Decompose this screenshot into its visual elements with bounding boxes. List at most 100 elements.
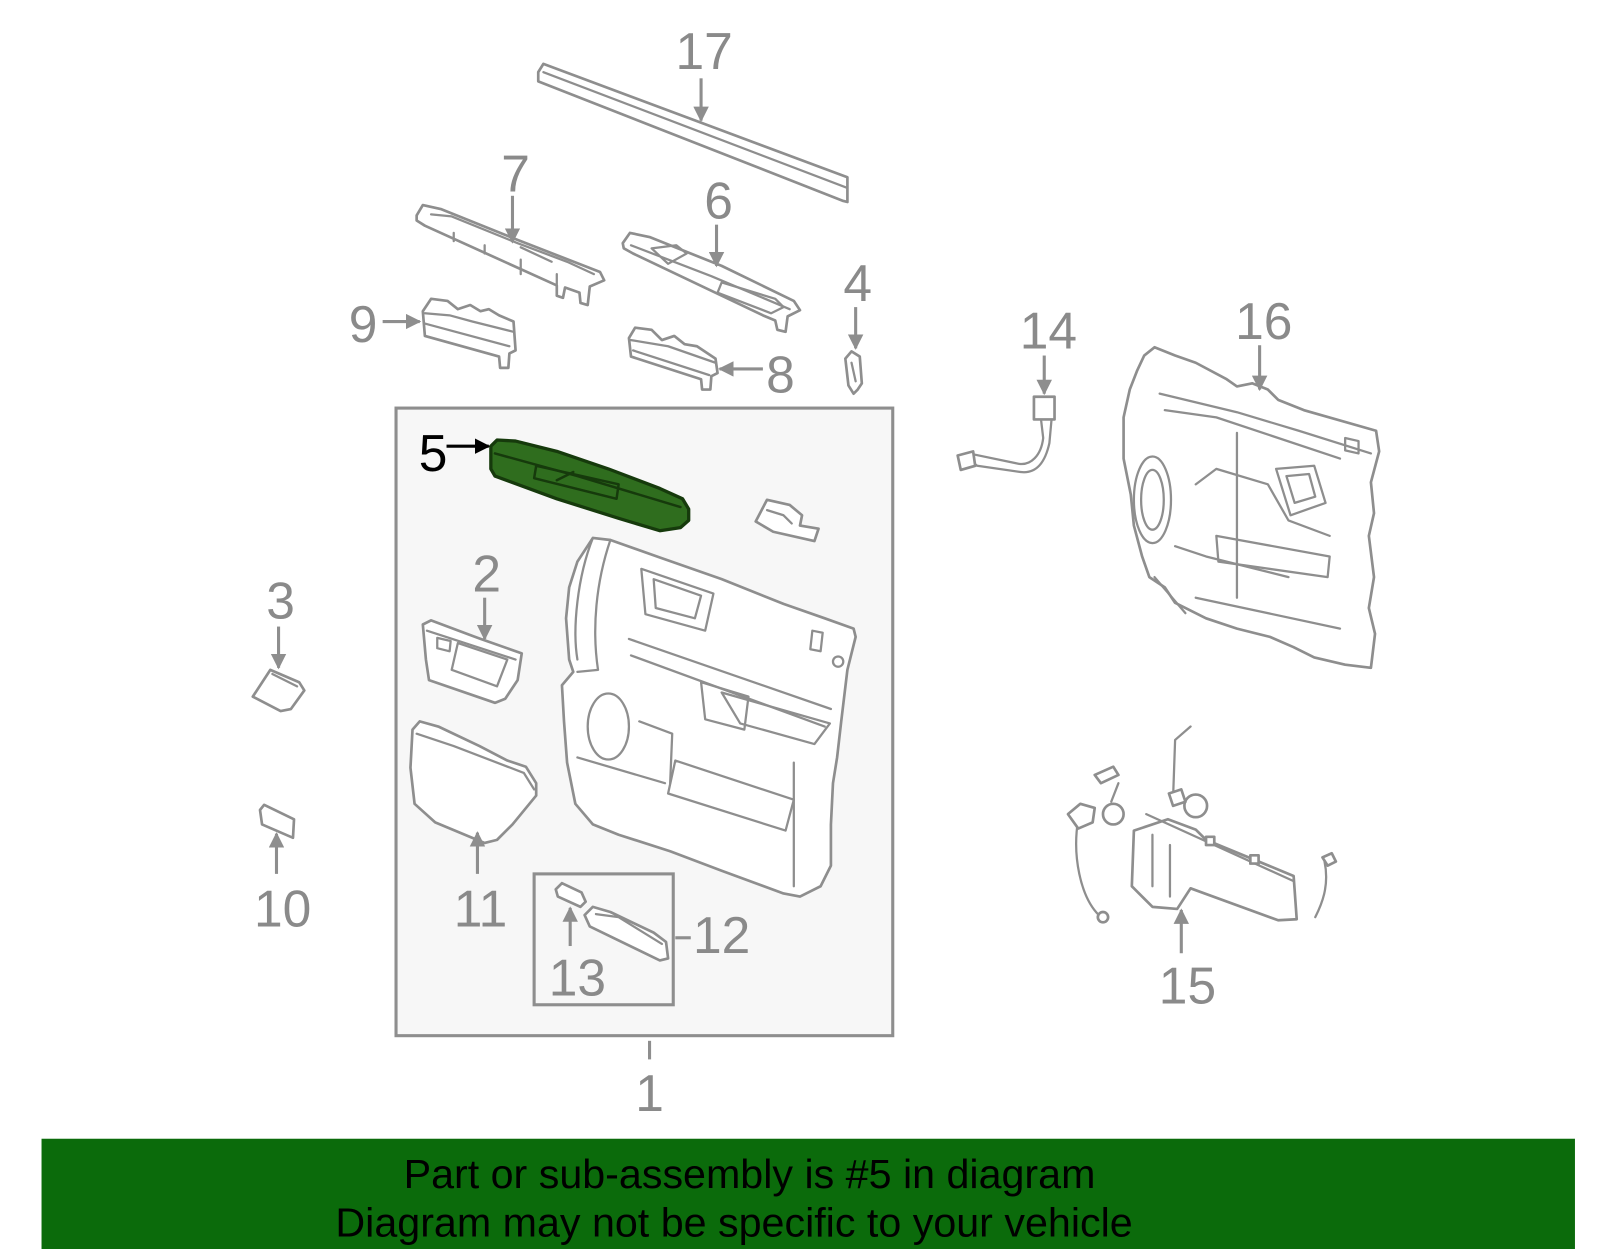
part-9-edge-bottom	[423, 322, 511, 348]
callout-16: 16	[1235, 292, 1292, 350]
part-6-slot-right	[716, 281, 785, 315]
callout-17: 17	[676, 22, 733, 80]
part-16-edge	[1153, 575, 1187, 615]
part-15-connector-a	[1101, 802, 1125, 826]
part-15-terminal-right	[1321, 851, 1338, 867]
part-15-wire-left	[1075, 818, 1100, 917]
part-16-rib-2	[1163, 409, 1342, 460]
door-trim-outline	[560, 536, 857, 898]
part-15-wire-top	[1171, 725, 1192, 800]
part-11	[409, 720, 538, 845]
part-16-speaker-ring	[1139, 468, 1165, 531]
door-trim-clip-slot	[809, 629, 824, 653]
part-16-rib-top	[1158, 392, 1373, 455]
door-trim-grip-front	[574, 536, 594, 661]
door-trim-armrest-top	[627, 637, 833, 711]
part-5-highlighted	[489, 438, 691, 533]
part-9-outline	[421, 297, 517, 370]
part-8	[627, 326, 719, 391]
part-2-small-opening	[436, 636, 452, 653]
part-6-slot-left	[650, 244, 688, 265]
callout-11: 11	[454, 879, 507, 937]
part-16-rib-bottom	[1194, 596, 1342, 630]
part-16-window	[1274, 464, 1327, 517]
door-trim-pull-cup-inner	[652, 578, 703, 620]
callout-8: 8	[766, 346, 795, 404]
part-10	[258, 803, 296, 840]
part-6-edge	[629, 244, 791, 311]
part-5-outline	[489, 438, 691, 533]
callout-4: 4	[843, 254, 872, 312]
part-12	[583, 905, 670, 962]
part-7-outline	[415, 203, 606, 307]
part-2	[421, 619, 524, 705]
part-2-edge	[425, 629, 517, 661]
part-17-outline	[536, 62, 849, 204]
part-8-edge-top	[629, 338, 717, 364]
callout-9: 9	[349, 295, 378, 353]
callout-14: 14	[1020, 301, 1077, 359]
part-4	[844, 350, 864, 396]
part-11-edge	[415, 732, 536, 791]
part-15-clip-a	[1204, 835, 1216, 847]
part-3	[251, 668, 306, 713]
door-trim-lower-edge	[576, 756, 667, 785]
part-4-edge	[850, 361, 857, 383]
part-15-connector-d	[1066, 802, 1097, 830]
part-14-end-connector	[956, 450, 977, 472]
part-14-connector	[1032, 395, 1056, 421]
door-trim-panel	[560, 536, 857, 898]
callout-3: 3	[266, 571, 295, 629]
bracket-piece	[754, 498, 820, 543]
part-16-slot	[1215, 534, 1331, 579]
part-3-outline	[251, 668, 306, 713]
part-16-outline	[1122, 345, 1381, 670]
callout-15: 15	[1159, 957, 1216, 1015]
part-16-rib-3	[1194, 467, 1331, 538]
callout-7: 7	[501, 145, 530, 203]
part-8-edge-bottom	[631, 349, 711, 377]
part-6-outline	[621, 231, 802, 334]
part-14-wire-outer	[967, 419, 1053, 474]
part-10-outline	[258, 803, 296, 840]
part-7	[415, 203, 606, 307]
part-11-outline	[409, 720, 538, 845]
part-15-terminal-left	[1096, 910, 1110, 924]
part-12-outline	[583, 905, 670, 962]
part-9	[421, 297, 517, 370]
part-16-window-inner	[1285, 472, 1317, 505]
part-17	[536, 62, 849, 204]
callout-1: 1	[635, 1064, 664, 1122]
part-13	[554, 881, 587, 909]
door-trim-switch-area	[720, 691, 832, 746]
part-7-tabs	[452, 231, 558, 286]
door-trim-pocket-edge	[638, 720, 674, 785]
part-15-wire-right	[1314, 860, 1328, 919]
info-banner-line-2: Diagram may not be specific to your vehi…	[335, 1200, 1132, 1246]
door-trim-speaker	[586, 692, 631, 761]
part-15-connector-c	[1093, 765, 1120, 785]
part-3-edge	[271, 672, 299, 688]
part-9-edge-top	[423, 312, 515, 333]
callout-10: 10	[254, 879, 311, 937]
info-banner: Part or sub-assembly is #5 in diagram Di…	[41, 1138, 1575, 1249]
part-16-speaker-hole	[1132, 455, 1173, 545]
part-6	[621, 231, 802, 334]
part-16-tab	[1344, 436, 1360, 455]
door-trim-grip-back	[576, 538, 612, 674]
callout-5: 5	[419, 424, 448, 482]
part-16-rib-4	[1173, 545, 1290, 579]
part-15-connector-b	[1183, 793, 1209, 819]
bracket-edge	[765, 508, 793, 525]
part-2-opening	[450, 641, 509, 688]
part-15-wire-short	[1110, 782, 1120, 803]
door-trim-pull-cup	[640, 567, 715, 632]
info-banner-line-1: Part or sub-assembly is #5 in diagram	[404, 1151, 1096, 1197]
callout-12: 12	[693, 906, 750, 964]
part-15-bracket-edges	[1151, 833, 1172, 898]
part-17-edge	[542, 71, 848, 189]
door-trim-handle-pocket	[699, 681, 750, 731]
callout-13: 13	[549, 948, 606, 1006]
part-14-wire-inner	[967, 419, 1045, 466]
